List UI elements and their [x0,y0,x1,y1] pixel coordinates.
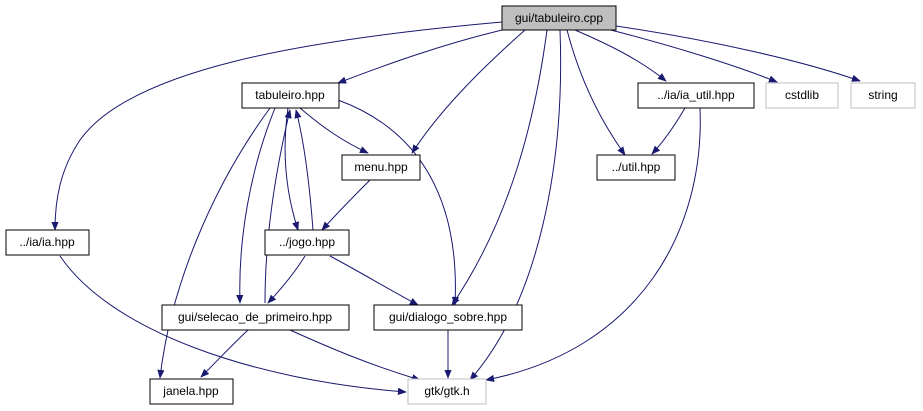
edge-jogo-dialogo [329,255,419,306]
node-cstdlib[interactable]: cstdlib [765,82,839,109]
edge-root-ia-util [574,29,667,82]
node-ia-util-hpp-label: ../ia/ia_util.hpp [657,88,735,102]
file-nodes: gui/tabuleiro.cpp tabuleiro.hpp ../ia/ia… [5,5,916,405]
node-tabuleiro-hpp[interactable]: tabuleiro.hpp [241,82,340,109]
edge-jogo-selecao [267,255,306,304]
edge-root-dialogo [451,29,548,306]
edge-root-util [566,29,626,156]
node-janela-hpp-label: janela.hpp [162,384,219,398]
node-util-hpp-label: ../util.hpp [612,160,661,174]
node-jogo-hpp-label: ../jogo.hpp [279,235,335,249]
node-jogo-hpp[interactable]: ../jogo.hpp [264,229,350,256]
edge-selecao-janela [200,329,249,378]
edge-selecao-gtk [289,329,421,382]
node-ia-util-hpp[interactable]: ../ia/ia_util.hpp [637,82,755,109]
edge-root-menu [411,29,526,154]
node-dialogo-hpp[interactable]: gui/dialogo_sobre.hpp [373,304,523,331]
node-root[interactable]: gui/tabuleiro.cpp [501,5,617,31]
edge-selecao-tabuleiro [264,109,292,304]
node-selecao-hpp[interactable]: gui/selecao_de_primeiro.hpp [161,304,350,331]
edge-tabuleiro-janela [157,107,271,379]
edge-ia-util-gtk [485,107,701,382]
node-tabuleiro-hpp-label: tabuleiro.hpp [255,88,325,102]
node-ia-hpp[interactable]: ../ia/ia.hpp [5,229,90,256]
edge-ia-util-util [651,107,686,155]
edge-menu-jogo [321,179,371,231]
node-string-label: string [868,88,897,102]
edge-tabuleiro-menu [299,107,369,154]
node-util-hpp[interactable]: ../util.hpp [596,154,676,181]
edge-tabuleiro-selecao [236,107,276,304]
edge-ia-gtk [59,255,407,395]
node-ia-hpp-label: ../ia/ia.hpp [19,235,75,249]
node-selecao-hpp-label: gui/selecao_de_primeiro.hpp [178,310,332,324]
node-janela-hpp[interactable]: janela.hpp [149,378,234,405]
edge-jogo-tabuleiro [294,109,314,231]
node-gtk-h-label: gtk/gtk.h [424,384,469,398]
edge-tabuleiro-dialogo [337,99,459,306]
edge-tabuleiro-jogo [284,107,299,231]
edge-root-string [615,25,861,82]
node-cstdlib-label: cstdlib [785,88,819,102]
node-menu-hpp-label: menu.hpp [354,160,408,174]
node-menu-hpp[interactable]: menu.hpp [341,154,421,181]
edge-root-gtk [469,29,562,381]
node-gtk-h[interactable]: gtk/gtk.h [407,378,487,405]
node-root-label: gui/tabuleiro.cpp [515,11,603,25]
dependency-edges [51,21,861,395]
node-dialogo-hpp-label: gui/dialogo_sobre.hpp [389,310,507,324]
edge-root-tabuleiro [337,29,503,84]
node-string[interactable]: string [850,82,916,109]
edge-root-ia [51,21,503,231]
edge-root-cstdlib [602,27,778,83]
